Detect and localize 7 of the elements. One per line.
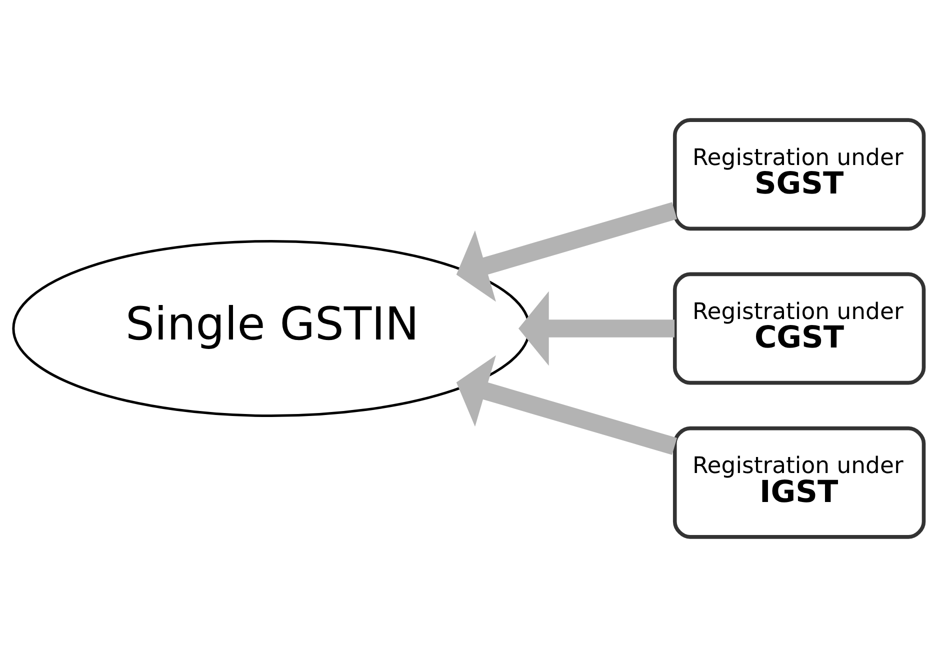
arrow (518, 291, 675, 366)
node-box: Registration under IGST (672, 426, 926, 539)
arrow (456, 355, 677, 455)
node-ellipse: Single GSTIN (12, 240, 531, 418)
arrow (456, 202, 677, 302)
node-box: Registration under CGST (672, 272, 926, 385)
node-box: Registration under SGST (672, 118, 926, 231)
